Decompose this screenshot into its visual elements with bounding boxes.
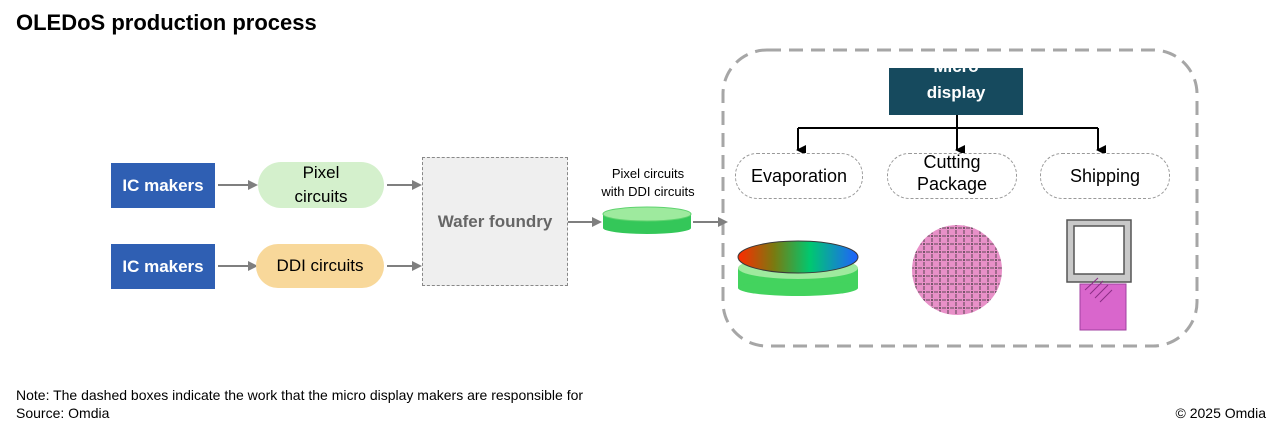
ddi-circuits-label: DDI circuits	[276, 256, 364, 275]
ic-makers-label: IC makers	[122, 256, 204, 276]
wafer-label-line1: Pixel circuits	[611, 166, 685, 181]
shipping-step: Shipping	[1040, 153, 1170, 199]
wafer-foundry-box: Wafer foundry	[422, 157, 568, 286]
cutting-label: Cutting	[923, 152, 981, 172]
wafer-disc-icon	[602, 206, 692, 234]
wafer-output-label: Pixel circuits with DDI circuits	[578, 165, 718, 201]
micro-display-maker-region	[721, 48, 1199, 348]
wafer-label-line2: with DDI circuits	[601, 184, 695, 199]
package-label: Package	[916, 174, 988, 194]
evaporation-wafer-icon	[737, 240, 859, 296]
cutting-package-step: Cutting Package	[887, 152, 1017, 199]
evaporation-label: Evaporation	[750, 166, 848, 186]
source-text: Source: Omdia	[16, 405, 110, 421]
copyright: © 2025 Omdia	[1175, 405, 1266, 421]
pixel-circuits-pill: Pixel circuits	[258, 162, 384, 208]
micro-display-box: Micro display	[889, 68, 1023, 115]
cut-wafer-icon	[912, 225, 1002, 315]
pixel-circuits-label: Pixel circuits	[294, 163, 348, 206]
evaporation-step: Evaporation	[735, 153, 863, 199]
ic-makers-label: IC makers	[122, 175, 204, 195]
page-title: OLEDoS production process	[16, 10, 317, 35]
shipping-label: Shipping	[1069, 166, 1141, 186]
footnote: Note: The dashed boxes indicate the work…	[16, 386, 583, 422]
micro-display-device-icon	[1066, 219, 1132, 331]
note-text: Note: The dashed boxes indicate the work…	[16, 387, 584, 403]
ic-makers-box-bottom: IC makers	[111, 244, 215, 289]
micro-display-line2: display	[926, 82, 986, 102]
ddi-circuits-pill: DDI circuits	[256, 244, 384, 288]
ic-makers-box-top: IC makers	[111, 163, 215, 208]
wafer-foundry-label: Wafer foundry	[437, 211, 553, 231]
micro-display-line1: Micro	[927, 68, 986, 80]
